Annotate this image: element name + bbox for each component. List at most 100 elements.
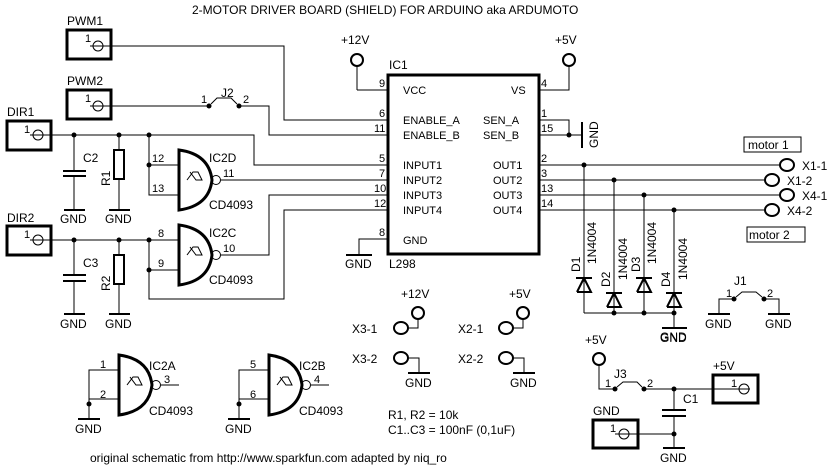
gate-part: CD4093 — [209, 198, 253, 212]
capacitor-c3: C3 GND — [60, 240, 99, 331]
gate-ic2d: 12 13 11 IC2D CD4093 — [152, 148, 253, 212]
pin-name: INPUT2 — [403, 175, 442, 187]
power-12v-pad: +12V — [341, 33, 369, 67]
pin-name: OUT2 — [493, 175, 522, 187]
component-label: C3 — [83, 256, 99, 270]
terminal-pad-icon — [779, 188, 795, 202]
pin-name: VS — [511, 85, 526, 97]
gnd-label: GND — [105, 212, 132, 226]
jumper-j2: J2 1 2 — [201, 86, 249, 109]
gnd-label: GND — [660, 451, 687, 465]
gate-ref: IC2B — [299, 359, 326, 373]
power-label: +5V — [509, 287, 531, 301]
diode-d2: D2 1N4004 — [599, 238, 630, 308]
terminal-pad-icon — [498, 351, 514, 365]
connector-dir2: DIR2 1 — [5, 211, 53, 257]
connector-label: GND — [593, 404, 620, 418]
terminal-label: X3-2 — [352, 352, 378, 366]
pad-circle-icon — [411, 306, 425, 320]
diodes: GND D1 1N4004 D2 1N4004 D3 1N4004 D4 1N4… — [569, 165, 690, 344]
connector-pwm1: PWM1 1 — [65, 14, 113, 61]
gate-part: CD4093 — [149, 404, 193, 418]
component-label: R1 — [99, 170, 113, 186]
resistor-body-icon — [113, 149, 125, 180]
jumper-bridge-icon — [735, 291, 763, 298]
gnd-label: GND — [765, 317, 792, 331]
terminal-x3: +12V X3-1 X3-2 GND — [352, 287, 432, 390]
inversion-bubble-icon — [151, 380, 161, 390]
note-resistors: R1, R2 = 10k — [388, 408, 459, 422]
inversion-bubble-icon — [211, 175, 221, 185]
pin-name: OUT4 — [493, 205, 522, 217]
pin-name: SEN_B — [483, 130, 519, 142]
schmitt-icon — [276, 376, 293, 386]
terminal-pad-icon — [498, 321, 514, 335]
pin-number: 1 — [100, 359, 106, 371]
schematic-title: 2-MOTOR DRIVER BOARD (SHIELD) FOR ARDUIN… — [192, 3, 578, 17]
connector-label: +5V — [713, 359, 735, 373]
jumper-label: J3 — [614, 367, 627, 381]
pin-number: 12 — [374, 198, 386, 210]
pin-number: 1 — [24, 229, 30, 241]
motor1-label: motor 1 — [748, 138, 789, 152]
pin-number: 10 — [223, 243, 235, 255]
power-label: +12V — [341, 33, 369, 47]
resistor-r1: R1 GND — [99, 135, 132, 226]
pin-number: 1 — [24, 124, 30, 136]
jumper-pin: 2 — [647, 378, 653, 390]
connector-label: DIR1 — [7, 105, 35, 119]
pin-number: 14 — [541, 198, 553, 210]
gnd-label: GND — [405, 376, 432, 390]
gnd-label: GND — [60, 212, 87, 226]
terminal-label: X4-2 — [787, 204, 813, 218]
gnd-label: GND — [705, 317, 732, 331]
diode-part: 1N4004 — [585, 222, 599, 264]
jumper-bridge-icon — [616, 381, 643, 388]
motor-terminals: motor 1 X1-1 X1-2 X4-1 X4-2 motor 2 — [743, 136, 828, 243]
pin-number: 11 — [223, 168, 234, 180]
gate-part: CD4093 — [299, 404, 343, 418]
wire-pwm1 — [111, 45, 388, 121]
wire-input4 — [148, 209, 388, 300]
jumper-pin: 2 — [243, 94, 249, 106]
gnd-label: GND — [660, 330, 687, 344]
motor2-label: motor 2 — [749, 228, 790, 242]
pin-number: 3 — [541, 168, 547, 180]
diode-icon — [636, 275, 653, 293]
motor2-box — [746, 226, 806, 243]
pin-number: 12 — [152, 153, 164, 165]
pin-number: 2 — [100, 389, 106, 401]
pin-name: INPUT4 — [403, 205, 442, 217]
pin-number: 1 — [85, 93, 91, 105]
pin-number: 13 — [152, 183, 164, 195]
diode-d3: D3 1N4004 — [629, 222, 659, 293]
terminal-label: X2-2 — [458, 352, 484, 366]
pin-number: 7 — [379, 168, 385, 180]
pin-number: 3 — [164, 374, 170, 386]
pin-number: 1 — [85, 33, 91, 45]
ic-ref: IC1 — [389, 58, 408, 72]
pin-name: SEN_A — [483, 115, 520, 127]
component-label: C1 — [683, 392, 699, 406]
terminal-x2: +5V X2-1 X2-2 GND — [458, 287, 537, 390]
terminal-pad-icon — [764, 203, 780, 217]
terminal-label: X1-1 — [802, 159, 828, 173]
capacitor-c2: C2 GND — [60, 135, 99, 226]
power-5v-pad: +5V — [555, 33, 577, 67]
power-label: +5V — [555, 33, 577, 47]
pin-name: OUT3 — [493, 190, 522, 202]
pad-circle-icon — [592, 352, 606, 366]
diode-part: 1N4004 — [616, 238, 630, 280]
pin-name: INPUT3 — [403, 190, 442, 202]
terminal-label: X2-1 — [458, 322, 484, 336]
component-label: C2 — [83, 151, 99, 165]
diode-ref: D1 — [569, 256, 583, 272]
connector-label: DIR2 — [7, 211, 35, 225]
gnd-label: GND — [345, 257, 372, 271]
gnd-label-top: GND — [660, 331, 687, 345]
power-label: +12V — [401, 287, 429, 301]
gate-ic2b: GND 5 6 4 IC2B CD4093 — [225, 353, 343, 436]
connector-box — [65, 88, 113, 121]
terminal-pad-icon — [393, 351, 409, 365]
